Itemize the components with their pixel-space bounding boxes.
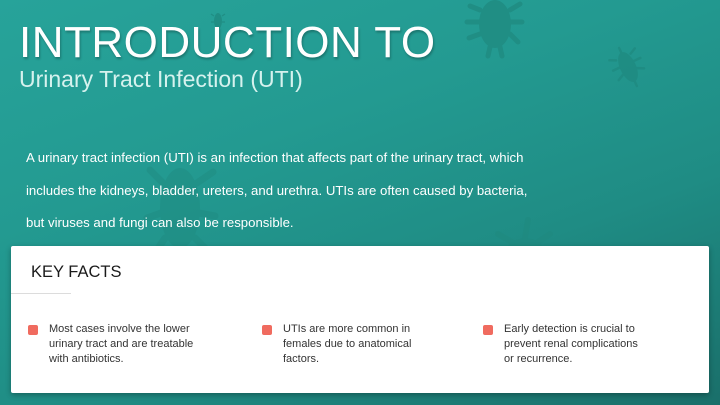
intro-line: A urinary tract infection (UTI) is an in… — [26, 150, 524, 165]
fact-line: females due to anatomical — [283, 338, 412, 350]
key-fact-item: UTIs are more common in females due to a… — [262, 322, 411, 367]
bullet-square-icon — [28, 325, 38, 335]
slide-title: INTRODUCTION TO — [19, 18, 436, 67]
key-fact-item: Early detection is crucial to prevent re… — [483, 322, 638, 367]
fact-line: prevent renal complications — [504, 338, 638, 350]
fact-line: urinary tract and are treatable — [49, 338, 194, 350]
slide-subtitle: Urinary Tract Infection (UTI) — [19, 66, 303, 92]
key-facts-heading: KEY FACTS — [31, 263, 122, 281]
key-facts-card: KEY FACTS Most cases involve the lower u… — [11, 246, 709, 393]
bacteria-icon — [135, 158, 225, 258]
intro-line: but viruses and fungi can also be respon… — [26, 215, 294, 230]
fact-line: or recurrence. — [504, 353, 573, 365]
fact-line: factors. — [283, 353, 320, 365]
bullet-square-icon — [483, 325, 493, 335]
heading-divider — [11, 293, 71, 294]
fact-line: UTIs are more common in — [283, 323, 411, 335]
bacteria-icon — [608, 42, 648, 92]
key-fact-item: Most cases involve the lower urinary tra… — [28, 322, 193, 367]
intro-line: includes the kidneys, bladder, ureters, … — [26, 182, 528, 198]
bacteria-icon — [460, 0, 530, 67]
fact-line: Most cases involve the lower — [49, 323, 190, 335]
bacteria-icon — [210, 10, 226, 32]
fact-line: with antibiotics. — [49, 353, 124, 365]
intro-paragraph: A urinary tract infection (UTI) is an in… — [26, 142, 566, 240]
bullet-square-icon — [262, 325, 272, 335]
fact-line: Early detection is crucial to — [504, 323, 635, 335]
